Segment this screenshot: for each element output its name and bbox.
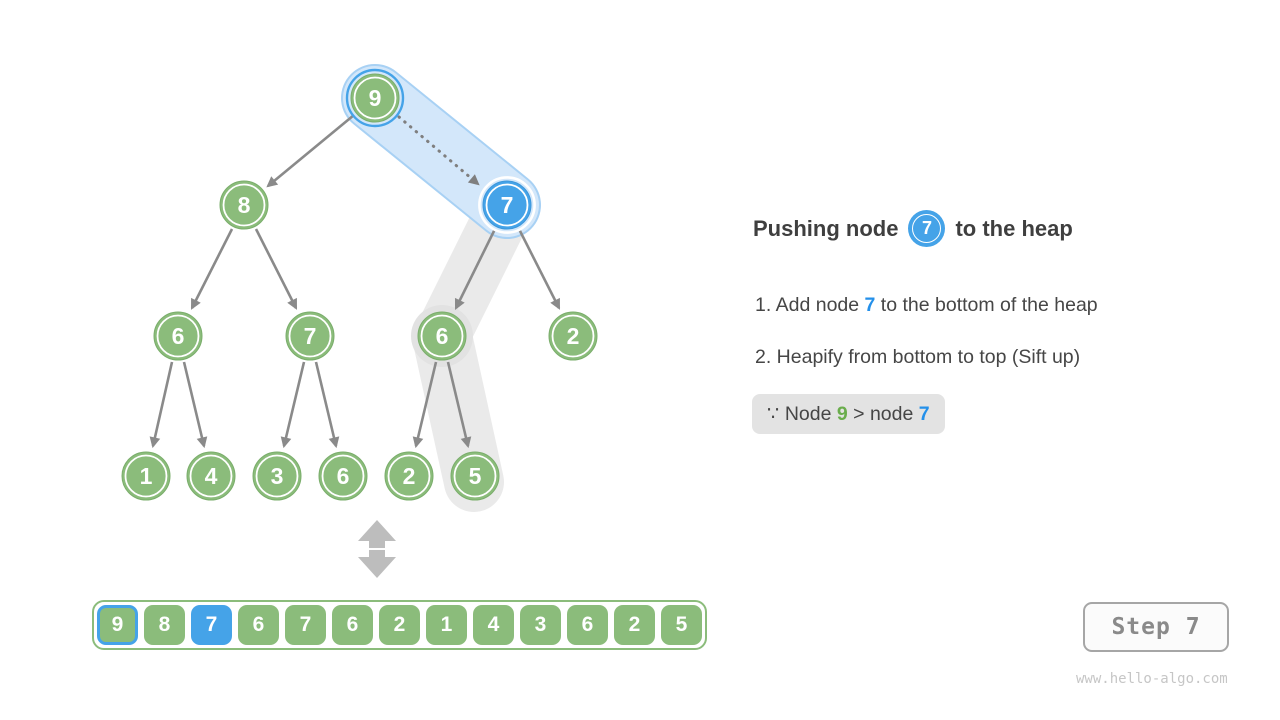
array-cell-highlight-ring: 9 bbox=[97, 605, 138, 645]
array-cell: 2 bbox=[614, 605, 655, 645]
svg-text:4: 4 bbox=[205, 463, 218, 489]
note-blue-value: 7 bbox=[918, 403, 930, 425]
note-text: ∵ Node bbox=[767, 403, 837, 425]
tree-node: 6 bbox=[318, 451, 368, 501]
blue-highlight-ring bbox=[345, 68, 405, 128]
array-cell: 6 bbox=[567, 605, 608, 645]
tree-node-pushed: 7 bbox=[478, 176, 536, 234]
swap-dotted-arrow bbox=[397, 115, 480, 186]
tree-node: 7 bbox=[285, 311, 335, 361]
note-green-value: 9 bbox=[836, 403, 848, 425]
array-cell: 2 bbox=[379, 605, 420, 645]
svg-text:2: 2 bbox=[567, 323, 580, 349]
array-cell: 6 bbox=[238, 605, 279, 645]
tree-node: 4 bbox=[186, 451, 236, 501]
title-prefix: Pushing node bbox=[753, 215, 899, 241]
array-cell: 6 bbox=[332, 605, 373, 645]
tree-node: 1 bbox=[121, 451, 171, 501]
svg-text:2: 2 bbox=[403, 463, 416, 489]
tree-edges bbox=[149, 113, 561, 449]
svg-text:5: 5 bbox=[469, 463, 482, 489]
title-suffix: to the heap bbox=[955, 215, 1073, 241]
heap-array: 9 8 7 6 7 6 2 1 4 3 6 2 5 bbox=[92, 600, 707, 650]
step-counter: Step 7 bbox=[1083, 602, 1229, 652]
array-cell-pushed: 7 bbox=[191, 605, 232, 645]
node-badge: 7 bbox=[908, 210, 946, 247]
updown-arrow-icon bbox=[358, 520, 396, 578]
swap-highlight-band bbox=[341, 64, 541, 239]
svg-text:6: 6 bbox=[337, 463, 350, 489]
step-1-text: 1. Add node bbox=[755, 294, 865, 316]
instruction-step-2: 2. Heapify from bottom to top (Sift up) bbox=[755, 346, 1080, 369]
instruction-step-1: 1. Add node 7 to the bottom of the heap bbox=[755, 294, 1098, 317]
step-1-highlight: 7 bbox=[864, 294, 876, 316]
array-cell: 3 bbox=[520, 605, 561, 645]
svg-text:7: 7 bbox=[501, 192, 514, 218]
array-cell: 1 bbox=[426, 605, 467, 645]
tree-node: 2 bbox=[548, 311, 598, 361]
white-gap-ring bbox=[478, 176, 536, 234]
svg-text:1: 1 bbox=[140, 463, 153, 489]
array-cell: 7 bbox=[285, 605, 326, 645]
watermark: www.hello-algo.com bbox=[1076, 671, 1228, 687]
tree-node: 6 bbox=[417, 311, 467, 361]
svg-text:6: 6 bbox=[172, 323, 185, 349]
array-cell: 4 bbox=[473, 605, 514, 645]
step-2-text: 2. Heapify from bottom to top (Sift up) bbox=[755, 346, 1081, 368]
panel-title: Pushing node 7 to the heap bbox=[753, 210, 1073, 247]
array-cell: 8 bbox=[144, 605, 185, 645]
tree-node: 8 bbox=[219, 180, 269, 230]
note-mid-text: > node bbox=[847, 403, 919, 425]
tree-node: 3 bbox=[252, 451, 302, 501]
reason-note: ∵ Node 9 > node 7 bbox=[752, 394, 945, 434]
svg-text:7: 7 bbox=[304, 323, 317, 349]
step-1-text-end: to the bottom of the heap bbox=[875, 294, 1098, 316]
tree-node: 5 bbox=[450, 451, 500, 501]
node-badge-value: 7 bbox=[912, 214, 942, 243]
svg-text:3: 3 bbox=[271, 463, 284, 489]
tree-node: 6 bbox=[153, 311, 203, 361]
svg-text:8: 8 bbox=[238, 192, 251, 218]
svg-text:9: 9 bbox=[369, 85, 382, 111]
tree-node: 2 bbox=[384, 451, 434, 501]
svg-text:6: 6 bbox=[436, 323, 449, 349]
array-cell: 5 bbox=[661, 605, 702, 645]
tree-node-root: 9 bbox=[345, 68, 405, 128]
